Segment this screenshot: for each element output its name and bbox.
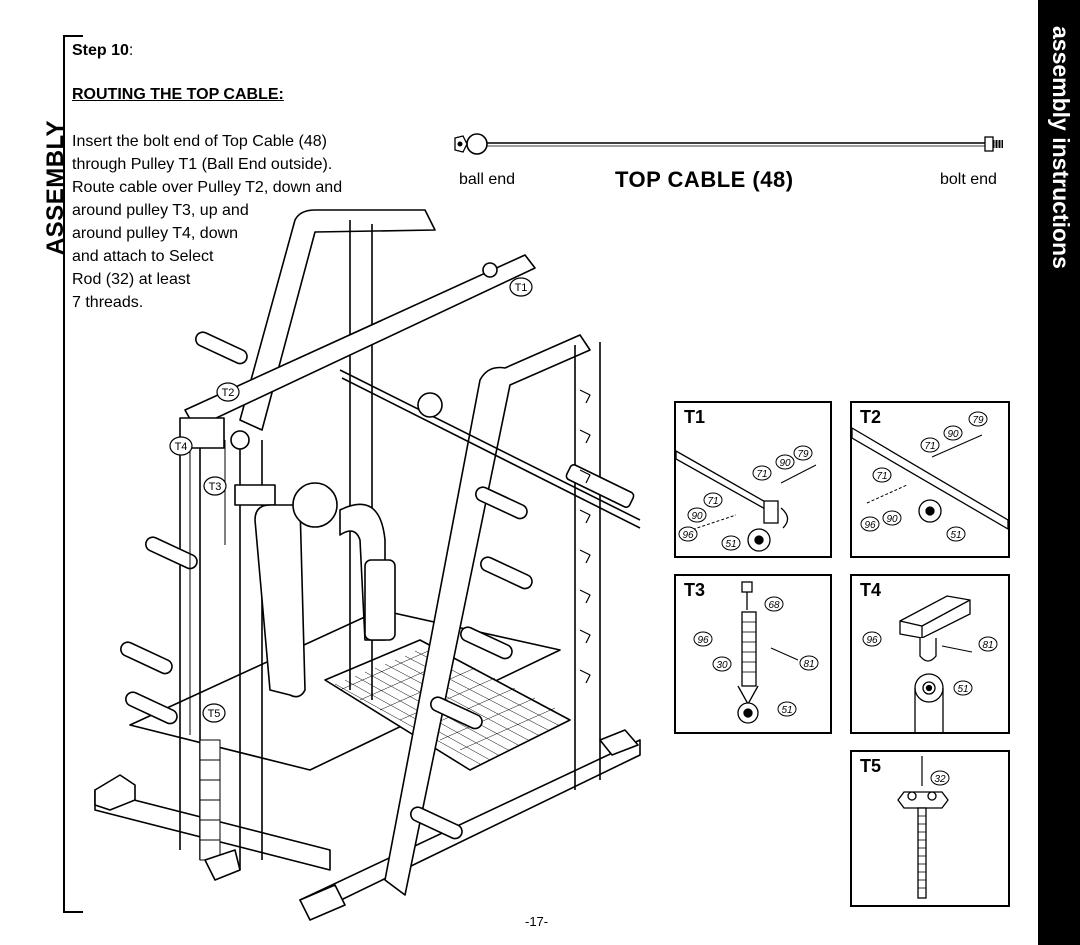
detail-t2-part: 71 [924, 441, 935, 452]
detail-t3-part: 68 [768, 600, 780, 611]
detail-t2-label: T2 [860, 407, 882, 427]
detail-t1-part: 71 [707, 496, 718, 507]
step-suffix: : [128, 42, 134, 59]
detail-t2-part: 51 [950, 530, 961, 541]
detail-t1: T1 79 90 71 71 90 96 51 [674, 401, 832, 558]
callout-t4: T4 [169, 436, 193, 456]
instruction-line: and attach to Select [72, 248, 214, 265]
instruction-line: around pulley T3, up and [72, 202, 249, 219]
instruction-line: around pulley T4, down [72, 225, 239, 242]
page-number: -17- [525, 914, 549, 929]
detail-t5: T5 32 [850, 750, 1010, 907]
step-heading: Step 10: [72, 42, 133, 60]
detail-t4-part: 51 [957, 684, 968, 695]
detail-t1-drawing: 79 90 71 71 90 96 51 [675, 445, 817, 552]
instruction-line: Insert the bolt end of Top Cable (48) [72, 133, 327, 150]
detail-t3-drawing: 68 96 30 81 51 [693, 581, 819, 724]
callout-t2: T2 [216, 382, 240, 402]
detail-t2-part: 90 [947, 429, 959, 440]
callout-t5-text: T5 [208, 708, 221, 720]
detail-t1-part: 51 [725, 539, 736, 550]
detail-t4-label: T4 [860, 580, 882, 600]
instruction-text: Insert the bolt end of Top Cable (48) th… [72, 130, 412, 314]
detail-t1-part: 90 [691, 511, 703, 522]
detail-t3-part: 51 [781, 705, 792, 716]
detail-t2-part: 71 [876, 471, 887, 482]
left-margin-rule-bottom [63, 911, 83, 913]
detail-t1-part: 96 [682, 530, 694, 541]
callout-t1: T1 [509, 277, 533, 297]
instruction-line: through Pulley T1 (Ball End outside). [72, 156, 333, 173]
left-margin-rule-top [63, 35, 83, 37]
instruction-line: Route cable over Pulley T2, down and [72, 179, 343, 196]
detail-t3-label: T3 [684, 580, 706, 600]
ball-end-label: ball end [459, 171, 516, 188]
cable-drawing [454, 133, 1003, 155]
detail-t4: T4 96 81 51 [850, 574, 1010, 734]
detail-t2: T2 79 90 71 71 96 90 51 [850, 401, 1010, 558]
detail-t3-part: 30 [716, 660, 728, 671]
detail-t2-part: 90 [886, 514, 898, 525]
detail-t3-part: 96 [697, 635, 709, 646]
detail-t1-part: 71 [756, 469, 767, 480]
instruction-line: 7 threads. [72, 294, 144, 311]
right-side-tab [1038, 0, 1080, 945]
step-label: Step 10 [72, 42, 129, 59]
detail-t4-drawing: 96 81 51 [862, 595, 998, 732]
instruction-line: Rod (32) at least [72, 271, 191, 288]
detail-t5-part: 32 [934, 774, 946, 785]
callout-t5: T5 [202, 703, 226, 723]
detail-t3: T3 68 96 30 81 51 [674, 574, 832, 734]
detail-t4-part: 96 [866, 635, 878, 646]
callout-t4-text: T4 [175, 441, 188, 453]
left-margin-rule [63, 35, 65, 913]
callout-t3-text: T3 [209, 481, 222, 493]
detail-t3-part: 81 [803, 659, 814, 670]
detail-t1-label: T1 [684, 407, 706, 427]
bolt-end-icon [984, 136, 1003, 152]
callout-t1-text: T1 [515, 282, 528, 294]
detail-t4-part: 81 [982, 640, 993, 651]
detail-t2-drawing: 79 90 71 71 96 90 51 [851, 411, 1009, 542]
detail-t5-label: T5 [860, 756, 882, 776]
detail-t2-part: 96 [864, 520, 876, 531]
section-title: ROUTING THE TOP CABLE: [72, 86, 284, 103]
cable-title: TOP CABLE (48) [615, 167, 794, 192]
bolt-end-label: bolt end [940, 171, 997, 188]
detail-t1-part: 90 [779, 458, 791, 469]
detail-t2-part: 79 [972, 415, 984, 426]
callout-t2-text: T2 [222, 387, 235, 399]
detail-t5-drawing: 32 [897, 756, 950, 899]
detail-t1-part: 79 [797, 449, 809, 460]
callout-t3: T3 [203, 476, 227, 496]
